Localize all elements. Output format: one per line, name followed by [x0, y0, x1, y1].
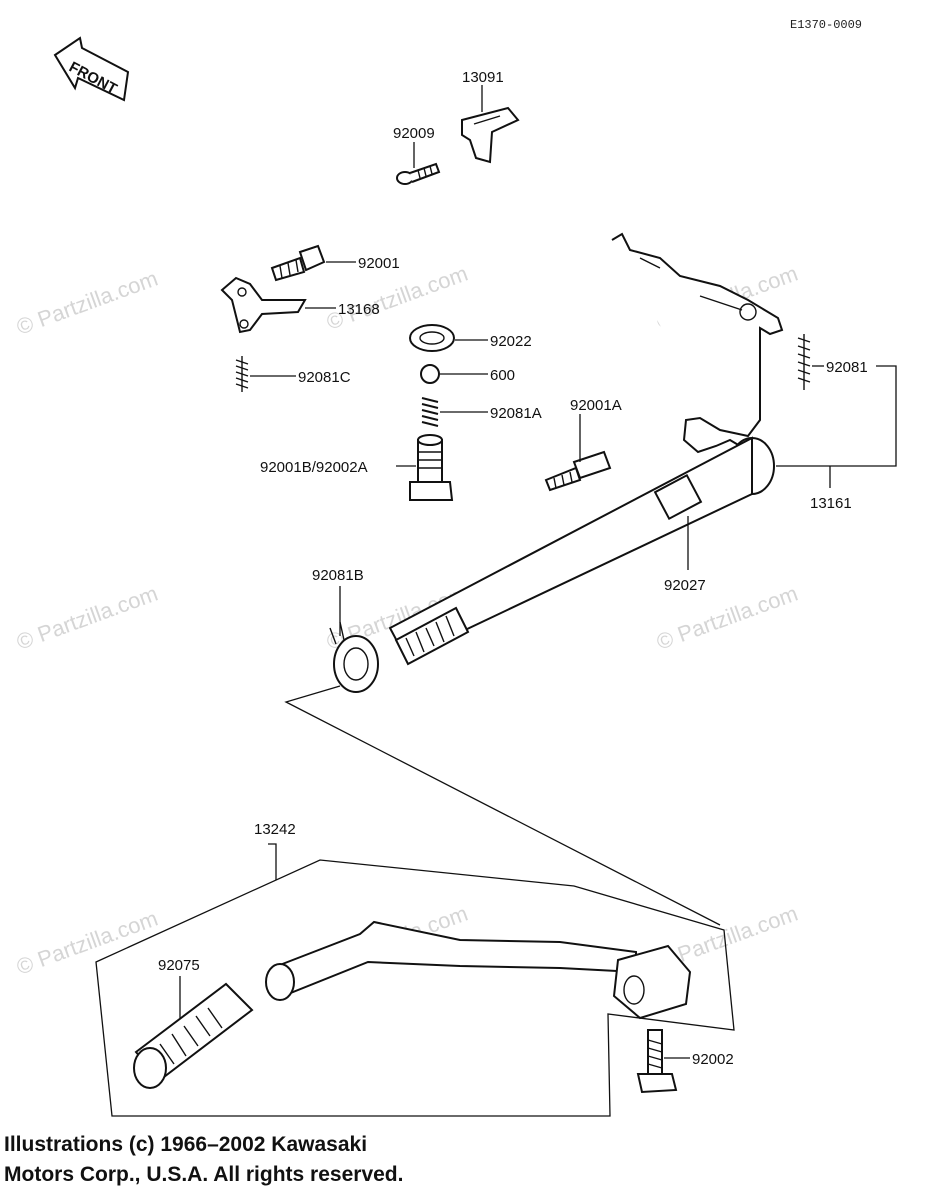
part-92081B-icon [329, 621, 379, 693]
label-92001: 92001 [358, 255, 400, 272]
part-13161-icon [388, 232, 784, 666]
label-92075: 92075 [158, 957, 200, 974]
diagram-code: E1370-0009 [790, 18, 862, 32]
label-92001B-92002A: 92001B/92002A [260, 459, 368, 476]
label-92002: 92002 [692, 1051, 734, 1068]
label-92081A: 92081A [490, 405, 542, 422]
part-92022-icon [409, 324, 455, 352]
part-13091-icon [461, 106, 520, 164]
part-92001A-icon [544, 450, 612, 492]
part-13242-icon [265, 920, 692, 1020]
label-92009: 92009 [393, 125, 435, 142]
label-92001A: 92001A [570, 397, 622, 414]
label-92022: 92022 [490, 333, 532, 350]
label-92081B: 92081B [312, 567, 364, 584]
label-92081: 92081 [826, 359, 868, 376]
part-92009-icon [396, 162, 441, 185]
copyright-notice: Illustrations (c) 1966–2002 Kawasaki Mot… [4, 1130, 403, 1190]
front-arrow-icon: FRONT [53, 36, 130, 102]
label-13168: 13168 [338, 301, 380, 318]
part-92001-icon [270, 244, 326, 282]
label-13161: 13161 [810, 495, 852, 512]
copyright-line-2: Motors Corp., U.S.A. All rights reserved… [4, 1163, 404, 1186]
label-13242: 13242 [254, 821, 296, 838]
part-92081A-icon [421, 397, 439, 427]
part-600-icon [420, 364, 440, 384]
label-600: 600 [490, 367, 515, 384]
part-92002-icon [636, 1029, 678, 1094]
label-92027: 92027 [664, 577, 706, 594]
part-13168-icon [220, 276, 307, 334]
part-92075-icon [133, 982, 254, 1089]
part-92081-icon [797, 334, 811, 390]
part-92081C-icon [235, 356, 249, 392]
part-92001B-92002A-icon [409, 434, 454, 501]
label-13091: 13091 [462, 69, 504, 86]
copyright-line-1: Illustrations (c) 1966–2002 Kawasaki [4, 1133, 368, 1156]
watermark: © Partzilla.com [13, 266, 161, 340]
watermark: © Partzilla.com [13, 581, 161, 655]
label-92081C: 92081C [298, 369, 351, 386]
